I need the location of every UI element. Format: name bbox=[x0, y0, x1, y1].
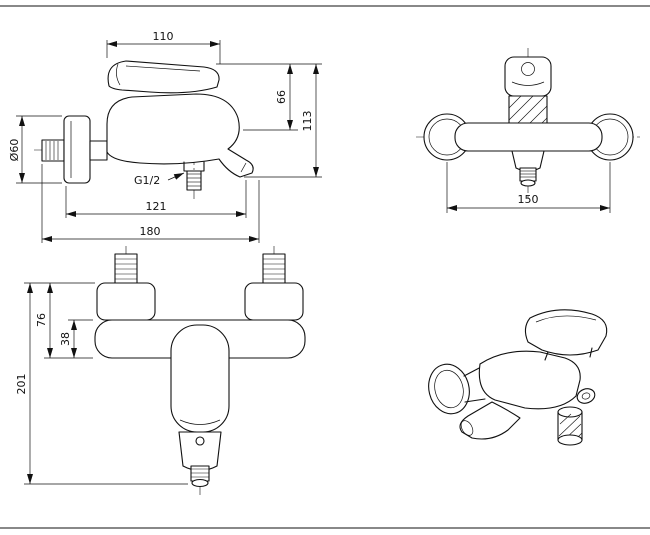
iso-handle bbox=[524, 309, 608, 361]
lower-front-dimensions: 76 38 201 bbox=[15, 282, 188, 485]
dim-76-label: 76 bbox=[35, 313, 48, 327]
dim-66-label: 66 bbox=[275, 90, 288, 104]
side-view: 110 66 113 Ø60 G1/2 121 bbox=[8, 30, 322, 243]
lower-right-inlet-thread bbox=[262, 253, 286, 284]
iso-diverter-knob bbox=[576, 388, 596, 404]
diverter-button bbox=[195, 436, 205, 446]
dim-180-label: 180 bbox=[140, 225, 161, 238]
outlet-thread-lines bbox=[187, 173, 201, 187]
iso-spout bbox=[459, 401, 521, 440]
right-pipe-thread-lines bbox=[263, 258, 285, 280]
joint-hatch-lines bbox=[508, 95, 548, 124]
iso-spout-opening bbox=[460, 420, 474, 436]
dim-113-label: 113 bbox=[301, 111, 314, 132]
thread-hatch-lines bbox=[45, 141, 59, 160]
side-body-outline bbox=[106, 93, 254, 178]
dim-110-label: 110 bbox=[153, 30, 174, 43]
dim-150-label: 150 bbox=[518, 193, 539, 206]
iso-wall-flange bbox=[428, 363, 470, 415]
lower-front-view: 76 38 201 bbox=[15, 246, 306, 496]
side-wall-flange bbox=[63, 115, 91, 184]
left-pipe-thread-lines bbox=[115, 258, 137, 280]
side-view-dimensions: 110 66 113 Ø60 G1/2 121 bbox=[8, 30, 322, 243]
side-inlet-thread bbox=[41, 139, 65, 162]
side-handle bbox=[107, 60, 220, 94]
front-outlet-thread-lines bbox=[520, 170, 536, 178]
dim-201-label: 201 bbox=[15, 374, 28, 395]
side-bottom-outlet bbox=[183, 161, 205, 191]
side-neck bbox=[89, 140, 108, 161]
iso-body bbox=[478, 350, 581, 410]
iso-bottom-outlet bbox=[557, 406, 583, 446]
lower-body-spout bbox=[178, 431, 222, 488]
front-cartridge-joint bbox=[508, 95, 548, 124]
front-body-bar bbox=[454, 122, 603, 152]
dim-flange-diameter-label: Ø60 bbox=[8, 139, 21, 162]
dim-121-label: 121 bbox=[146, 200, 167, 213]
dim-38-label: 38 bbox=[59, 332, 72, 346]
front-lower-spout bbox=[511, 150, 545, 187]
front-view-dimensions: 150 bbox=[446, 162, 611, 213]
lower-handle-front bbox=[170, 324, 230, 433]
lower-left-inlet-thread bbox=[114, 253, 138, 284]
isometric-view bbox=[428, 309, 608, 446]
dim-thread-label: G1/2 bbox=[134, 174, 160, 187]
lower-right-escutcheon bbox=[244, 282, 304, 321]
front-handle bbox=[504, 56, 552, 97]
lower-outlet-thread-lines bbox=[191, 468, 209, 478]
side-spout-opening bbox=[240, 162, 247, 173]
front-view: 150 bbox=[416, 48, 640, 213]
lower-left-escutcheon bbox=[96, 282, 156, 321]
